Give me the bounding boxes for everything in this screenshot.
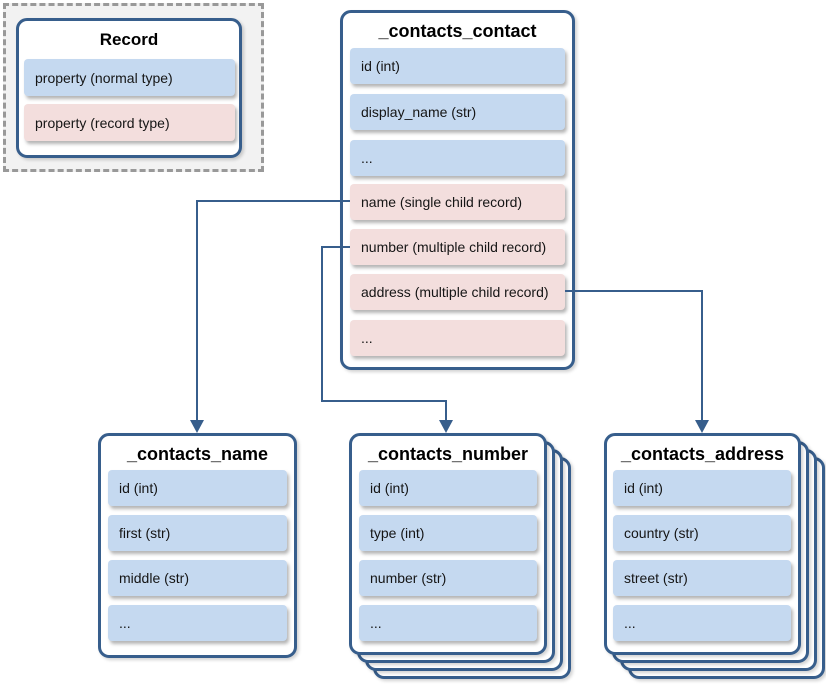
arrowhead-address: [695, 420, 709, 433]
table-contacts-contact-title: _contacts_contact: [378, 21, 537, 41]
table-contacts-number-title: _contacts_number: [367, 444, 529, 464]
contact-row-ellipsis-record: ...: [350, 320, 565, 356]
contact-row-address: address (multiple child record): [350, 274, 565, 310]
name-row-middle: middle (str): [108, 560, 287, 596]
arrowhead-number: [439, 420, 453, 433]
contact-row-ellipsis-normal: ...: [350, 140, 565, 176]
address-row-id: id (int): [613, 470, 791, 506]
address-row-country: country (str): [613, 515, 791, 551]
name-row-ellipsis: ...: [108, 605, 287, 641]
connector-address-link: [565, 290, 709, 433]
contact-row-number: number (multiple child record): [350, 229, 565, 265]
legend-item-normal: property (normal type): [24, 59, 235, 96]
number-row-number: number (str): [359, 560, 537, 596]
name-row-id: id (int): [108, 470, 287, 506]
arrowhead-name: [190, 420, 204, 433]
legend-title: Record: [99, 30, 159, 49]
contact-row-display-name: display_name (str): [350, 94, 565, 130]
table-contacts-address-title: _contacts_address: [620, 444, 785, 464]
contact-row-name: name (single child record): [350, 184, 565, 220]
legend-item-record: property (record type): [24, 104, 235, 141]
number-row-id: id (int): [359, 470, 537, 506]
number-row-type: type (int): [359, 515, 537, 551]
contact-row-id: id (int): [350, 48, 565, 84]
address-row-ellipsis: ...: [613, 605, 791, 641]
connector-name-link: [190, 200, 350, 433]
number-row-ellipsis: ...: [359, 605, 537, 641]
table-contacts-name-title: _contacts_name: [126, 444, 269, 464]
name-row-first: first (str): [108, 515, 287, 551]
address-row-street: street (str): [613, 560, 791, 596]
